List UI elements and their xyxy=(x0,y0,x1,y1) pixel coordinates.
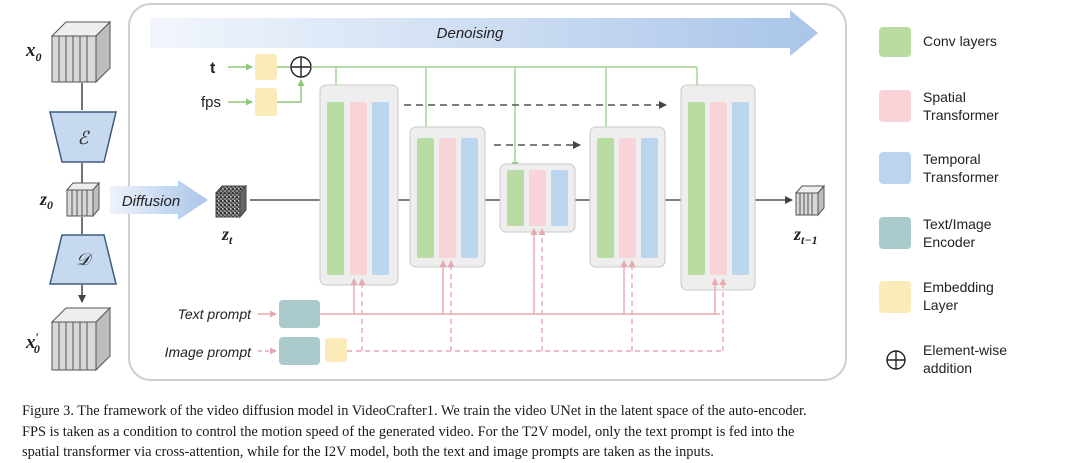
legend-label-temporal: Temporal Transformer xyxy=(923,151,999,185)
zt-minus-1-latent xyxy=(794,184,826,217)
legend-label-conv: Conv layers xyxy=(923,33,997,49)
spatial-transformer xyxy=(350,102,367,275)
legend-add-icon xyxy=(886,350,906,370)
spatial-transformer xyxy=(710,102,727,275)
temporal-transformer xyxy=(732,102,749,275)
temporal-transformer xyxy=(372,102,389,275)
fps-embedding-layer xyxy=(255,88,277,116)
conv-layer xyxy=(507,170,524,226)
text-prompt-label: Text prompt xyxy=(178,306,253,322)
zt-minus-1-label: zt−1 xyxy=(793,224,818,247)
unet-block-2 xyxy=(409,126,486,268)
skip-connections xyxy=(404,101,667,149)
unet-block-5 xyxy=(680,84,756,291)
unet-block-4 xyxy=(589,126,666,268)
decoder-symbol: 𝒟 xyxy=(76,250,93,269)
x0-prime-video-stack xyxy=(50,306,112,372)
denoising-arrow: Denoising xyxy=(150,10,818,56)
legend-swatch-encoder xyxy=(879,217,911,249)
spatial-transformer xyxy=(529,170,546,226)
caption-line: Figure 3. The framework of the video dif… xyxy=(22,403,807,419)
conv-layer xyxy=(417,138,434,258)
image-condition-lines xyxy=(347,228,727,352)
fps-input-label: fps xyxy=(201,94,221,111)
legend-label-addition: Element-wise addition xyxy=(923,342,1011,376)
zt-label: zt xyxy=(221,224,233,247)
legend-swatch-embedding xyxy=(879,281,911,313)
figure-caption: Figure 3. The framework of the video dif… xyxy=(22,401,1062,463)
x0-prime-label: x′0 xyxy=(25,330,40,356)
conv-layer xyxy=(597,138,614,258)
denoising-label: Denoising xyxy=(437,25,504,42)
t-embedding-layer xyxy=(255,54,277,80)
time-embedding-lines xyxy=(311,66,701,169)
fps-to-add-line xyxy=(277,79,305,103)
temporal-transformer xyxy=(641,138,658,258)
spatial-transformer xyxy=(619,138,636,258)
framework-diagram: Denoising x0 ℰ z0 𝒟 x′0 xyxy=(25,3,1011,381)
legend: Conv layers Spatial Transformer Temporal… xyxy=(879,27,1011,376)
caption-line: spatial transformer via cross-attention,… xyxy=(22,444,714,460)
diffusion-label: Diffusion xyxy=(122,193,180,210)
zt-noisy-latent xyxy=(214,184,248,219)
image-prompt-label: Image prompt xyxy=(165,344,252,360)
spatial-transformer xyxy=(439,138,456,258)
conv-layer xyxy=(327,102,344,275)
z0-label: z0 xyxy=(39,189,53,212)
diffusion-arrow: Diffusion xyxy=(110,180,208,220)
caption-line: FPS is taken as a condition to control t… xyxy=(22,423,795,440)
legend-label-encoder: Text/Image Encoder xyxy=(923,216,995,250)
legend-label-spatial: Spatial Transformer xyxy=(923,89,999,123)
image-embedding-layer xyxy=(325,338,347,362)
legend-swatch-temporal xyxy=(879,152,911,184)
z0-latent-stack xyxy=(65,181,101,218)
x0-video-stack xyxy=(50,20,112,84)
legend-swatch-spatial xyxy=(879,90,911,122)
text-condition-lines xyxy=(320,228,720,315)
unet-block-1 xyxy=(319,84,399,286)
x0-label: x0 xyxy=(25,40,42,64)
legend-label-embedding: Embedding Layer xyxy=(923,279,998,313)
encoder-block: ℰ xyxy=(49,111,117,163)
image-encoder xyxy=(279,337,320,365)
unet-block-mid xyxy=(499,163,576,233)
text-encoder xyxy=(279,300,320,328)
temporal-transformer xyxy=(461,138,478,258)
t-input-label: t xyxy=(210,60,216,77)
conv-layer xyxy=(688,102,705,275)
legend-swatch-conv xyxy=(879,27,911,57)
element-wise-add-node xyxy=(290,56,312,78)
encoder-symbol: ℰ xyxy=(78,128,91,148)
decoder-block: 𝒟 xyxy=(49,234,117,285)
temporal-transformer xyxy=(551,170,568,226)
